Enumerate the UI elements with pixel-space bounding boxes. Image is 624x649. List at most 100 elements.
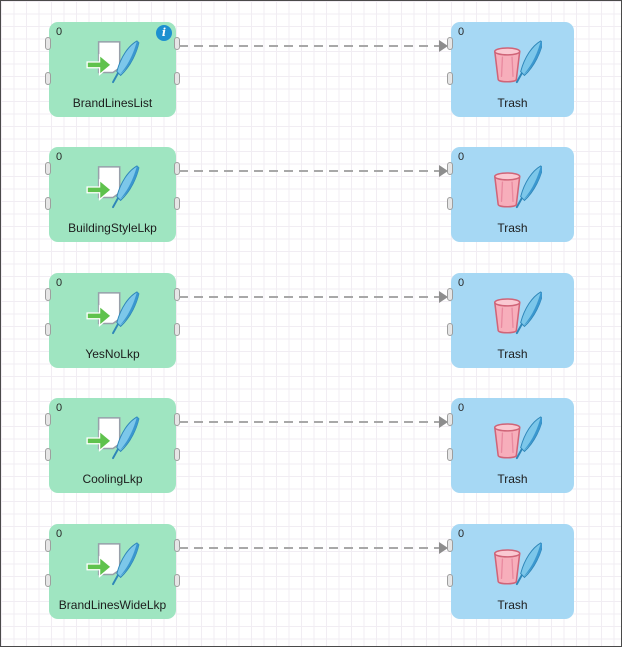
input-connector-handle[interactable] <box>45 162 51 175</box>
record-count: 0 <box>458 277 465 289</box>
import-file-icon <box>85 416 139 460</box>
input-connector-handle[interactable] <box>447 448 453 461</box>
record-count: 0 <box>56 528 63 540</box>
output-connector-handle[interactable] <box>174 574 180 587</box>
connector-arrowhead-icon <box>439 291 448 303</box>
input-connector-handle[interactable] <box>447 574 453 587</box>
record-count: 0 <box>56 151 63 163</box>
feather-icon <box>111 416 139 460</box>
trash-node[interactable]: 0 Trash <box>447 22 574 117</box>
connector-line[interactable] <box>179 40 448 52</box>
feather-icon <box>515 291 542 335</box>
connector-line[interactable] <box>179 291 448 303</box>
import-file-icon <box>85 291 139 335</box>
record-count: 0 <box>458 26 465 38</box>
feather-icon <box>515 40 542 84</box>
record-count: 0 <box>56 277 63 289</box>
connector-line[interactable] <box>179 416 448 428</box>
input-connector-handle[interactable] <box>447 323 453 336</box>
workflow-row: 0 i BuildingStyleLkp 0 <box>1 147 621 243</box>
node-label: YesNoLkp <box>85 347 140 361</box>
record-count: 0 <box>458 528 465 540</box>
record-count: 0 <box>458 402 465 414</box>
trash-node[interactable]: 0 Trash <box>447 398 574 493</box>
trash-icon <box>493 40 542 84</box>
input-connector-handle[interactable] <box>45 574 51 587</box>
output-connector-handle[interactable] <box>174 37 180 50</box>
output-connector-handle[interactable] <box>174 197 180 210</box>
input-connector-handle[interactable] <box>447 288 453 301</box>
connector-line[interactable] <box>179 165 448 177</box>
input-connector-handle[interactable] <box>45 72 51 85</box>
trash-node[interactable]: 0 Trash <box>447 273 574 368</box>
input-connector-handle[interactable] <box>447 413 453 426</box>
import-node[interactable]: 0 i YesNoLkp <box>45 273 180 368</box>
trash-icon <box>493 165 542 209</box>
input-connector-handle[interactable] <box>45 197 51 210</box>
trash-icon <box>493 416 542 460</box>
workflow-row: 0 i CoolingLkp 0 <box>1 398 621 494</box>
input-connector-handle[interactable] <box>447 72 453 85</box>
connector-arrowhead-icon <box>439 542 448 554</box>
node-label: BrandLinesList <box>72 96 153 110</box>
connector-dash <box>179 421 439 423</box>
connector-arrowhead-icon <box>439 416 448 428</box>
import-node[interactable]: 0 i BuildingStyleLkp <box>45 147 180 242</box>
feather-icon <box>111 165 139 209</box>
connector-dash <box>179 45 439 47</box>
connector-arrowhead-icon <box>439 165 448 177</box>
input-connector-handle[interactable] <box>447 539 453 552</box>
input-connector-handle[interactable] <box>447 197 453 210</box>
node-label: CoolingLkp <box>82 472 143 486</box>
info-icon[interactable]: i <box>156 25 172 41</box>
trash-node[interactable]: 0 Trash <box>447 147 574 242</box>
input-connector-handle[interactable] <box>45 413 51 426</box>
node-label: BrandLinesWideLkp <box>58 598 167 612</box>
input-connector-handle[interactable] <box>45 288 51 301</box>
trash-icon <box>493 542 542 586</box>
connector-arrowhead-icon <box>439 40 448 52</box>
output-connector-handle[interactable] <box>174 539 180 552</box>
trash-node[interactable]: 0 Trash <box>447 524 574 619</box>
input-connector-handle[interactable] <box>447 37 453 50</box>
output-connector-handle[interactable] <box>174 413 180 426</box>
output-connector-handle[interactable] <box>174 162 180 175</box>
import-node[interactable]: 0 i CoolingLkp <box>45 398 180 493</box>
output-connector-handle[interactable] <box>174 448 180 461</box>
node-label: Trash <box>497 96 528 110</box>
feather-icon <box>515 416 542 460</box>
import-file-icon <box>85 40 139 84</box>
output-connector-handle[interactable] <box>174 72 180 85</box>
input-connector-handle[interactable] <box>45 37 51 50</box>
trash-icon <box>493 291 542 335</box>
workflow-row: 0 i YesNoLkp 0 <box>1 273 621 369</box>
feather-icon <box>515 542 542 586</box>
import-file-icon <box>85 542 139 586</box>
input-connector-handle[interactable] <box>45 448 51 461</box>
feather-icon <box>111 291 139 335</box>
node-label: Trash <box>497 598 528 612</box>
connector-dash <box>179 296 439 298</box>
input-connector-handle[interactable] <box>447 162 453 175</box>
node-label: Trash <box>497 347 528 361</box>
input-connector-handle[interactable] <box>45 323 51 336</box>
connector-line[interactable] <box>179 542 448 554</box>
workflow-row: 0 i BrandLinesList 0 <box>1 22 621 118</box>
feather-icon <box>515 165 542 209</box>
node-label: Trash <box>497 472 528 486</box>
node-label: Trash <box>497 221 528 235</box>
record-count: 0 <box>458 151 465 163</box>
import-file-icon <box>85 165 139 209</box>
import-node[interactable]: 0 i BrandLinesWideLkp <box>45 524 180 619</box>
feather-icon <box>111 542 139 586</box>
connector-dash <box>179 170 439 172</box>
workflow-row: 0 i BrandLinesWideLkp 0 <box>1 524 621 620</box>
node-label: BuildingStyleLkp <box>68 221 157 235</box>
output-connector-handle[interactable] <box>174 288 180 301</box>
output-connector-handle[interactable] <box>174 323 180 336</box>
record-count: 0 <box>56 402 63 414</box>
input-connector-handle[interactable] <box>45 539 51 552</box>
connector-dash <box>179 547 439 549</box>
import-node[interactable]: 0 i BrandLinesList <box>45 22 180 117</box>
